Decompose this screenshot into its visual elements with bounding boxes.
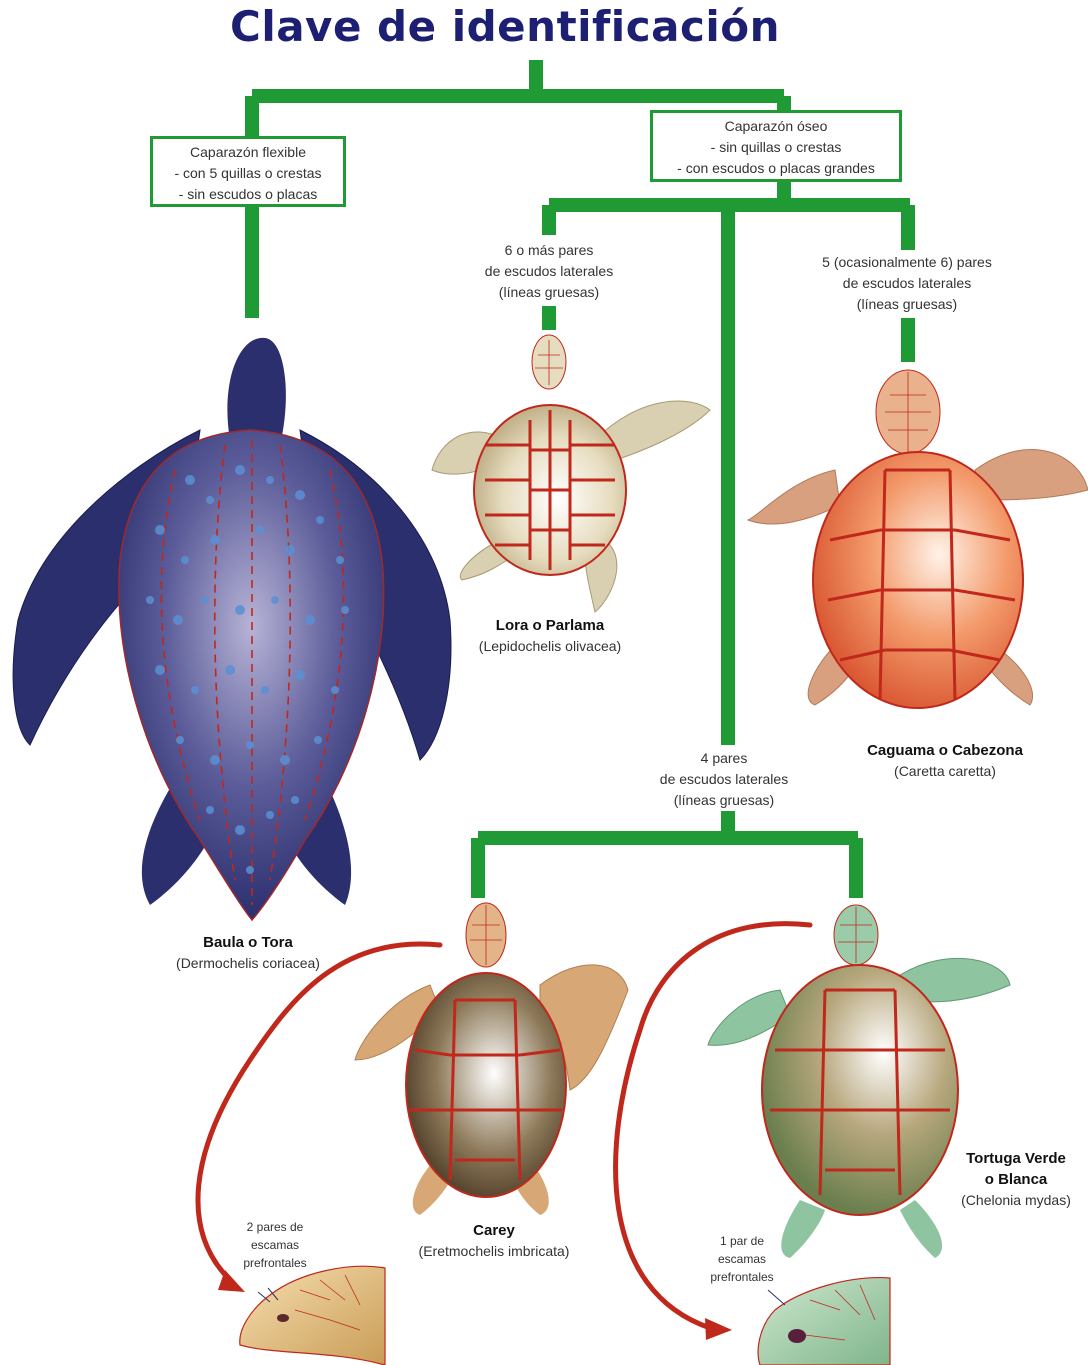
species-carey-name: Carey <box>380 1220 608 1241</box>
note-carey-line-2: escamas <box>225 1236 325 1254</box>
criterion-six-pairs-line-1: 6 o más pares <box>460 240 638 261</box>
criterion-five-pairs: 5 (ocasionalmente 6) pares de escudos la… <box>796 252 1018 315</box>
note-verde-line-3: prefrontales <box>692 1268 792 1286</box>
criterion-four-pairs: 4 pares de escudos laterales (líneas gru… <box>636 748 812 811</box>
note-verde-scales: 1 par de escamas prefrontales <box>692 1232 792 1286</box>
species-verde-name-line-1: Tortuga Verde <box>946 1148 1086 1169</box>
species-lora: Lora o Parlama (Lepidochelis olivacea) <box>440 615 660 657</box>
box-bony-line-1: Caparazón óseo <box>655 116 897 137</box>
olive-ridley-turtle-icon <box>432 335 710 612</box>
note-verde-line-2: escamas <box>692 1250 792 1268</box>
criterion-five-pairs-line-2: de escudos laterales <box>796 273 1018 294</box>
criterion-six-pairs-line-2: de escudos laterales <box>460 261 638 282</box>
box-flexible-line-1: Caparazón flexible <box>155 142 341 163</box>
hawksbill-head-icon <box>240 1266 385 1365</box>
green-turtle-head-icon <box>758 1278 890 1365</box>
note-carey-scales: 2 pares de escamas prefrontales <box>225 1218 325 1272</box>
species-caguama-scientific: (Caretta caretta) <box>830 761 1060 782</box>
species-caguama-name: Caguama o Cabezona <box>830 740 1060 761</box>
species-lora-scientific: (Lepidochelis olivacea) <box>440 636 660 657</box>
species-lora-name: Lora o Parlama <box>440 615 660 636</box>
species-baula-name: Baula o Tora <box>118 932 378 953</box>
criterion-four-pairs-line-2: de escudos laterales <box>636 769 812 790</box>
loggerhead-turtle-icon <box>748 370 1088 708</box>
species-caguama: Caguama o Cabezona (Caretta caretta) <box>830 740 1060 782</box>
criterion-six-pairs: 6 o más pares de escudos laterales (líne… <box>460 240 638 303</box>
criterion-four-pairs-line-1: 4 pares <box>636 748 812 769</box>
note-verde-line-1: 1 par de <box>692 1232 792 1250</box>
species-carey: Carey (Eretmochelis imbricata) <box>380 1220 608 1262</box>
leatherback-turtle-icon <box>13 338 451 920</box>
box-bony-line-2: - sin quillas o crestas <box>655 137 897 158</box>
species-verde: Tortuga Verde o Blanca (Chelonia mydas) <box>946 1148 1086 1211</box>
box-bony-line-3: - con escudos o placas grandes <box>655 158 897 179</box>
criterion-five-pairs-line-1: 5 (ocasionalmente 6) pares <box>796 252 1018 273</box>
note-carey-line-1: 2 pares de <box>225 1218 325 1236</box>
box-bony-shell: Caparazón óseo - sin quillas o crestas -… <box>650 110 902 182</box>
species-baula-scientific: (Dermochelis coriacea) <box>118 953 378 974</box>
page-title: Clave de identificación <box>0 0 1010 54</box>
hawksbill-turtle-icon <box>355 903 628 1215</box>
criterion-four-pairs-line-3: (líneas gruesas) <box>636 790 812 811</box>
green-arrowhead <box>705 1318 732 1340</box>
criterion-six-pairs-line-3: (líneas gruesas) <box>460 282 638 303</box>
box-flexible-shell: Caparazón flexible - con 5 quillas o cre… <box>150 136 346 207</box>
species-verde-name-line-2: o Blanca <box>946 1169 1086 1190</box>
box-flexible-line-3: - sin escudos o placas <box>155 184 341 205</box>
species-baula: Baula o Tora (Dermochelis coriacea) <box>118 932 378 974</box>
note-carey-line-3: prefrontales <box>225 1254 325 1272</box>
species-verde-scientific: (Chelonia mydas) <box>946 1190 1086 1211</box>
criterion-five-pairs-line-3: (líneas gruesas) <box>796 294 1018 315</box>
box-flexible-line-2: - con 5 quillas o crestas <box>155 163 341 184</box>
species-carey-scientific: (Eretmochelis imbricata) <box>380 1241 608 1262</box>
